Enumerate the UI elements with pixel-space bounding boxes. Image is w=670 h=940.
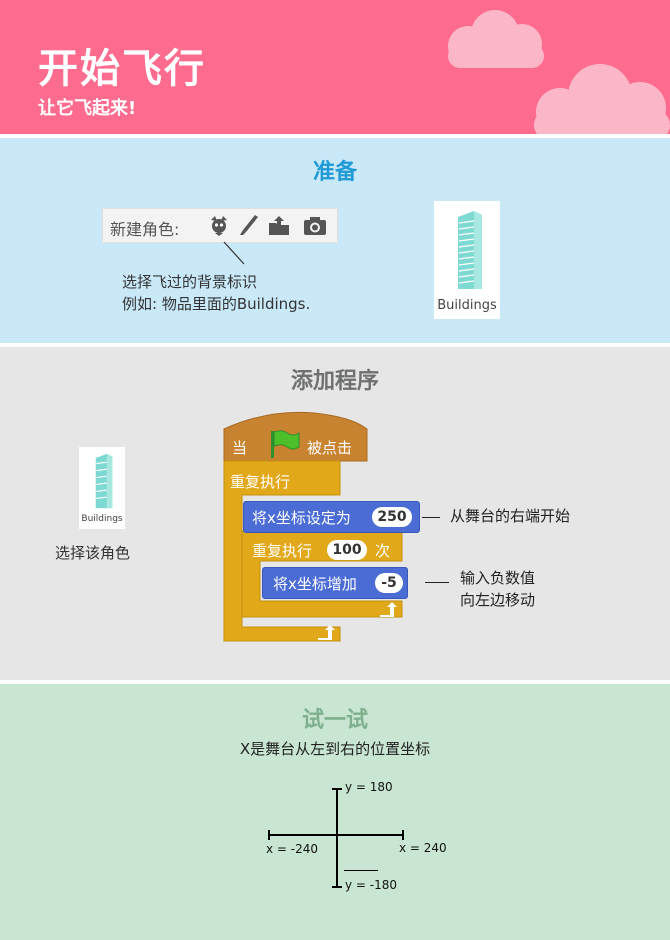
annotation-line: [422, 517, 440, 518]
building-icon: [458, 211, 482, 289]
block-text: 将x坐标增加: [273, 575, 357, 593]
axis-description: X是舞台从左到右的位置坐标: [239, 740, 431, 758]
loop-arrow-icon: [318, 625, 335, 640]
block-text: 当: [232, 439, 248, 457]
x-left-label: x = -240: [266, 842, 319, 856]
section-title: 添加程序: [290, 369, 379, 394]
x-axis-tick: [402, 830, 404, 840]
repeat-count-input[interactable]: 100: [327, 540, 367, 560]
change-x-block[interactable]: 将x坐标增加 -5: [262, 567, 408, 599]
prepare-note-line: 例如: 物品里面的Buildings.: [122, 295, 311, 313]
change-x-value-input[interactable]: -5: [375, 573, 403, 593]
buildings-sprite-thumbnail[interactable]: Buildings: [434, 201, 500, 319]
cloud-icon: [448, 10, 544, 68]
paint-brush-icon[interactable]: [237, 214, 261, 236]
block-text: 重复执行: [252, 542, 313, 560]
prepare-note: 选择飞过的背景标识 例如: 物品里面的Buildings.: [122, 271, 310, 315]
set-x-block[interactable]: 将x坐标设定为 250: [243, 501, 420, 533]
new-sprite-label: 新建角色:: [110, 220, 180, 239]
sprite-name-label: Buildings: [81, 514, 123, 524]
annotation-line: [425, 582, 449, 583]
block-text: 重复执行: [230, 473, 291, 491]
select-sprite-note: 选择该角色: [55, 544, 131, 562]
y-top-label: y = 180: [345, 780, 393, 794]
building-icon: [95, 453, 113, 509]
set-x-value-input[interactable]: 250: [372, 507, 412, 527]
change-x-annotation: 输入负数值 向左边移动: [460, 567, 535, 611]
sprite-name-label: Buildings: [437, 298, 497, 313]
section-title: 准备: [312, 160, 357, 185]
prepare-note-line: 选择飞过的背景标识: [122, 273, 258, 291]
x-axis-line: [268, 834, 404, 836]
y-axis-tick: [332, 886, 342, 888]
block-text: 次: [375, 542, 391, 560]
y-axis-line: [336, 788, 338, 888]
y-bottom-label: y = -180: [345, 878, 398, 892]
new-sprite-toolbar: 新建角色:: [102, 208, 338, 243]
annotation-line-text: 向左边移动: [460, 591, 536, 609]
set-x-annotation: 从舞台的右端开始: [450, 507, 571, 525]
camera-icon[interactable]: [303, 214, 327, 236]
x-axis-tick: [268, 830, 270, 840]
green-flag-icon: [271, 430, 300, 458]
axis-mark: [344, 870, 378, 871]
section-title: 试一试: [301, 708, 368, 733]
x-right-label: x = 240: [399, 841, 447, 855]
header-banner: 开始飞行 让它飞起来!: [0, 0, 670, 134]
block-text: 将x坐标设定为: [252, 509, 351, 527]
upload-icon[interactable]: [267, 214, 291, 236]
prepare-section: 准备 新建角色: 选择飞过的背景标识 例如: 物品: [0, 138, 670, 343]
page-subtitle: 让它飞起来!: [38, 98, 137, 119]
add-program-section: 添加程序 Buildings 选择该角色 当 被点击 重复执行 将x: [0, 347, 670, 680]
annotation-line-text: 输入负数值: [460, 569, 536, 587]
page-title: 开始飞行: [38, 46, 206, 92]
buildings-sprite-thumbnail[interactable]: Buildings: [79, 447, 125, 529]
pointer-line: [223, 241, 245, 265]
cloud-icon: [534, 64, 670, 134]
block-text: 被点击: [307, 439, 353, 457]
loop-arrow-icon: [380, 602, 397, 617]
try-it-section: 试一试 X是舞台从左到右的位置坐标 y = 180 y = -180 x = -…: [0, 684, 670, 940]
choose-sprite-icon[interactable]: [207, 214, 231, 236]
y-axis-tick: [332, 788, 342, 790]
